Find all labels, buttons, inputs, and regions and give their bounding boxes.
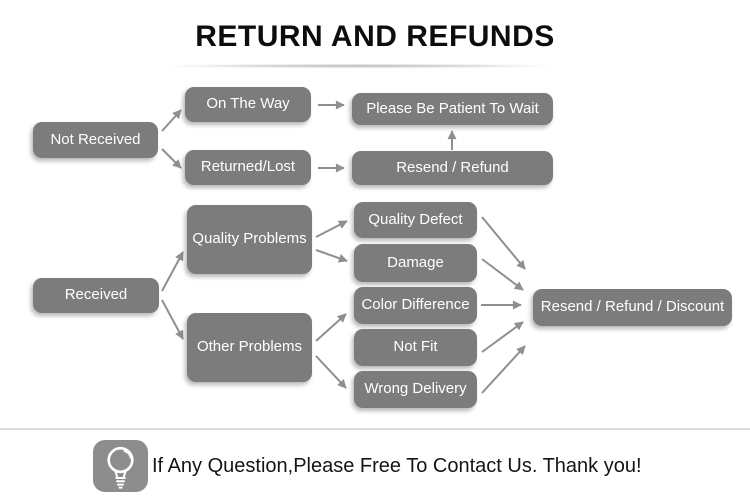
arrow-not-received-to-on-the-way [161,109,182,132]
node-returned-lost: Returned/Lost [185,150,311,185]
page-title: RETURN AND REFUNDS [195,20,555,53]
arrow-quality-problems-to-damage [315,249,348,263]
node-quality-problems: Quality Problems [187,205,312,274]
node-on-the-way: On The Way [185,87,311,122]
arrow-quality-problems-to-quality-defect [315,220,348,238]
arrow-received-to-quality-problems [161,251,184,292]
arrow-received-to-other-problems [161,299,184,340]
node-not-received: Not Received [33,122,158,158]
arrow-not-fit-to-discount [481,321,524,353]
node-wrong-delivery: Wrong Delivery [354,371,477,408]
node-color-difference: Color Difference [354,287,477,324]
node-please-be-patient: Please Be Patient To Wait [352,93,553,125]
node-received: Received [33,278,159,313]
arrow-not-received-to-returned-lost [161,148,182,169]
node-resend-refund-discount: Resend / Refund / Discount [533,289,732,326]
node-resend-refund: Resend / Refund [352,151,553,185]
title-divider [160,64,557,68]
node-other-problems: Other Problems [187,313,312,382]
node-quality-defect: Quality Defect [354,202,477,238]
arrow-other-problems-to-color-difference [315,313,347,342]
node-damage: Damage [354,244,477,282]
arrow-damage-to-discount [481,258,524,291]
lightbulb-icon [93,440,148,492]
arrow-quality-defect-to-discount [481,216,526,270]
footer-divider [0,428,750,430]
footer-message: If Any Question,Please Free To Contact U… [152,454,642,477]
arrow-wrong-delivery-to-discount [481,345,526,394]
node-not-fit: Not Fit [354,329,477,366]
arrow-other-problems-to-wrong-delivery [315,355,347,389]
